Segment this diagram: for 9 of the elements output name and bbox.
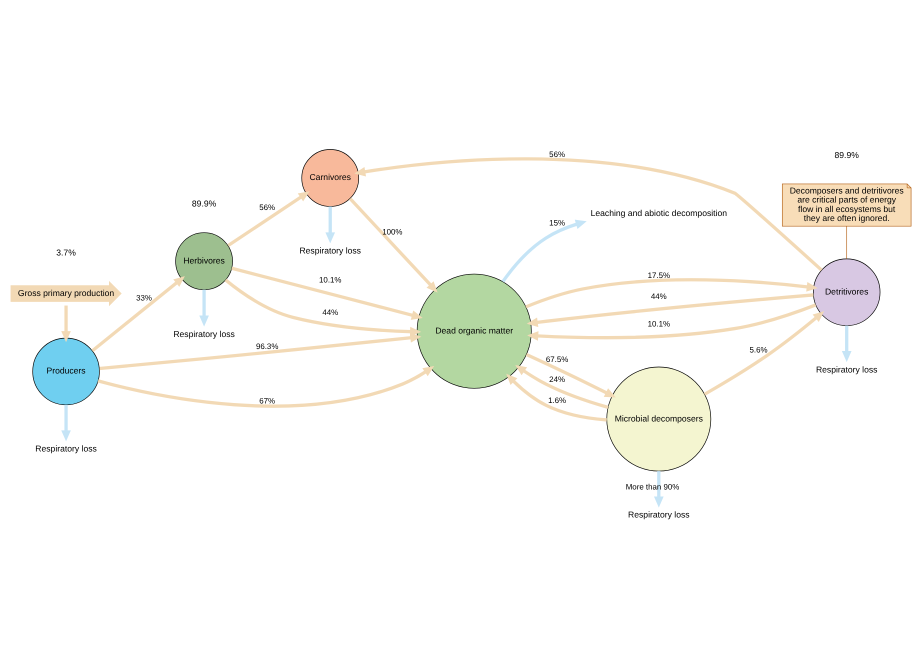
node-text: Respiratory loss (35, 444, 97, 454)
label: 89.9% (834, 150, 859, 160)
label: 3.7% (56, 248, 76, 258)
label: 89.9% (192, 198, 216, 209)
node-text: Leaching and abiotic decomposition (590, 208, 728, 218)
node-text: Respiratory loss (299, 246, 361, 256)
node-text: Respiratory loss (628, 510, 690, 520)
node-text: Respiratory loss (816, 364, 878, 374)
node-text: Respiratory loss (173, 328, 235, 339)
